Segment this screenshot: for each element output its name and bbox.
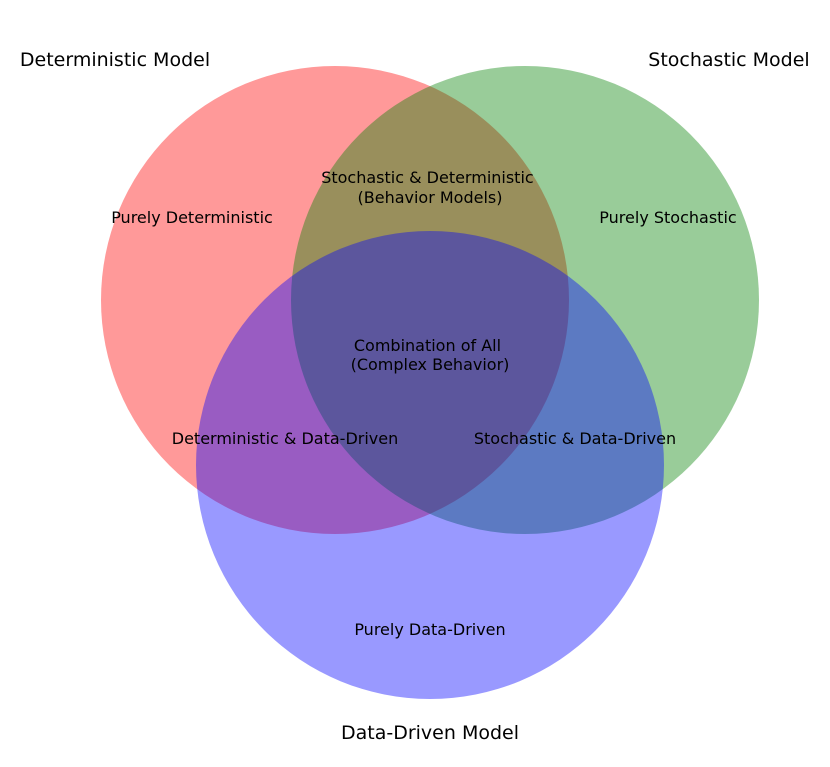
stochastic-and-deterministic-label: Stochastic & Deterministic (Behavior Mod… bbox=[321, 168, 539, 207]
stochastic-model-label: Stochastic Model bbox=[648, 49, 809, 71]
deterministic-model-label: Deterministic Model bbox=[20, 49, 210, 71]
data-driven-circle bbox=[196, 231, 664, 699]
data-driven-model-label: Data-Driven Model bbox=[341, 722, 519, 744]
stochastic-and-data-driven-label: Stochastic & Data-Driven bbox=[474, 429, 676, 448]
deterministic-and-data-driven-label: Deterministic & Data-Driven bbox=[172, 429, 398, 448]
deterministic-circle bbox=[101, 66, 569, 534]
purely-stochastic-label: Purely Stochastic bbox=[599, 208, 736, 227]
stochastic-circle bbox=[291, 66, 759, 534]
purely-deterministic-label: Purely Deterministic bbox=[111, 208, 273, 227]
purely-data-driven-label: Purely Data-Driven bbox=[354, 620, 505, 639]
combination-of-all-label: Combination of All (Complex Behavior) bbox=[351, 336, 510, 374]
